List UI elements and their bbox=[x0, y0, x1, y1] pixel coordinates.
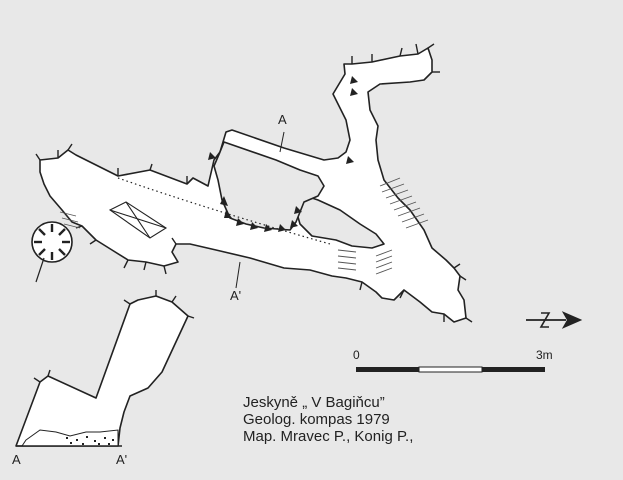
profile-label-a-prime: A' bbox=[116, 452, 128, 467]
scale-bar-segment-2 bbox=[418, 366, 483, 373]
section-leader-a-prime bbox=[235, 261, 241, 289]
section-label-a: A bbox=[278, 112, 287, 127]
scale-bar bbox=[356, 366, 545, 373]
section-label-a-prime: A' bbox=[230, 288, 242, 303]
cross-section-profile bbox=[15, 295, 189, 447]
slope-hatching bbox=[59, 177, 429, 275]
scale-end-label: 3m bbox=[536, 348, 553, 362]
north-arrow bbox=[526, 311, 583, 329]
drip-line bbox=[117, 177, 331, 245]
side-chamber-leader bbox=[35, 257, 45, 283]
profile-floor-fill bbox=[21, 429, 119, 447]
caption-title: Jeskyně „ V Bagiňcu” bbox=[243, 394, 385, 411]
caption-authors: Map. Mravec P., Konig P., bbox=[243, 428, 414, 445]
scale-bar-segment-1 bbox=[356, 367, 419, 372]
wall-ticks bbox=[35, 43, 473, 323]
rock-boulder bbox=[108, 201, 168, 239]
caption-instrument: Geolog. kompas 1979 bbox=[243, 411, 390, 428]
section-leader-a bbox=[279, 131, 285, 153]
profile-outline bbox=[15, 295, 189, 447]
scale-start-label: 0 bbox=[353, 348, 360, 362]
cave-pillar bbox=[295, 195, 385, 249]
scale-bar-segment-3 bbox=[482, 367, 545, 372]
profile-label-a: A bbox=[12, 452, 21, 467]
side-chamber-rays bbox=[34, 224, 70, 260]
map-caption: Jeskyně „ V Bagiňcu” Geolog. kompas 1979… bbox=[243, 394, 413, 445]
step-markers bbox=[208, 76, 358, 232]
profile-wall-ticks bbox=[33, 290, 195, 383]
